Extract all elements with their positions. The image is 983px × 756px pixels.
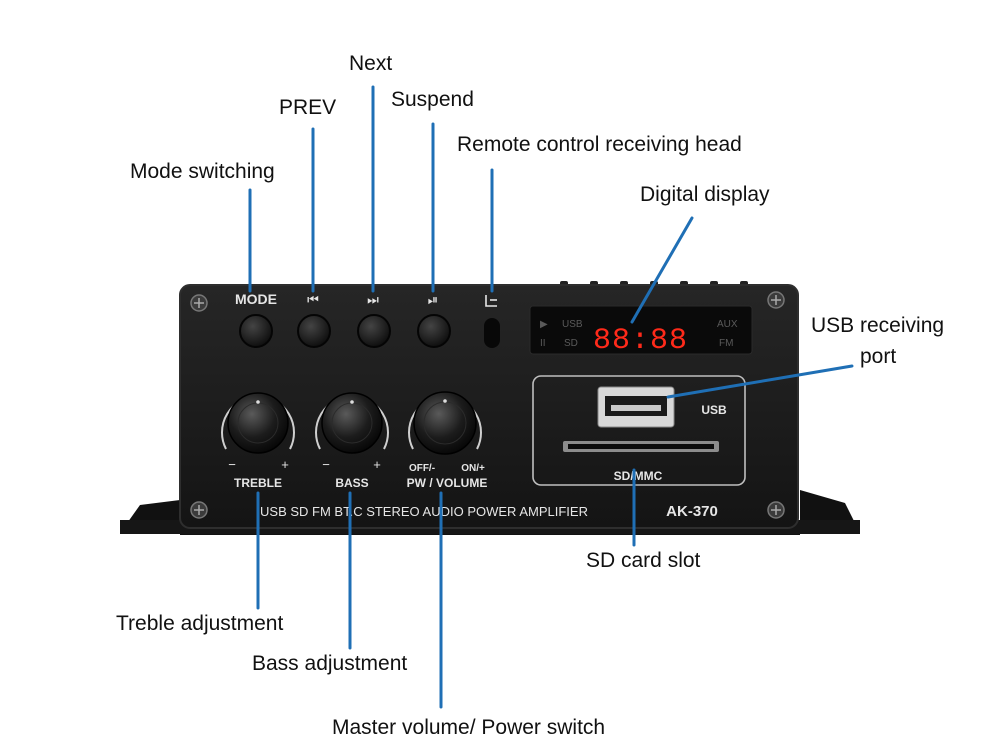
treble-minus-label: − (228, 457, 236, 472)
treble-plus-label: + (281, 457, 289, 472)
callout-mode-switching: Mode switching (130, 160, 275, 183)
remote-receiver-icon (485, 295, 497, 307)
callout-digital-display: Digital display (640, 183, 770, 206)
prev-symbol: ⏮ (307, 292, 319, 307)
usb-port[interactable] (597, 386, 675, 428)
bass-minus-label: − (322, 457, 330, 472)
next-button[interactable] (357, 314, 391, 348)
bass-plus-label: + (373, 457, 381, 472)
suspend-button[interactable] (417, 314, 451, 348)
product-description: USB SD FM BT.C STEREO AUDIO POWER AMPLIF… (260, 504, 588, 519)
volume-label: PW / VOLUME (407, 476, 488, 490)
callout-prev: PREV (279, 96, 337, 119)
model-number: AK-370 (666, 503, 718, 520)
svg-text:▶: ▶ (540, 319, 548, 330)
svg-text:II: II (540, 338, 546, 349)
svg-text:FM: FM (719, 338, 733, 349)
callout-suspend: Suspend (391, 88, 474, 111)
digital-display: ▶ II USB SD 88:88 AUX FM (529, 305, 753, 358)
next-symbol: ⏭ (367, 292, 379, 307)
mode-button[interactable] (239, 314, 273, 348)
svg-text:SD: SD (564, 338, 578, 349)
svg-text:USB: USB (562, 319, 583, 330)
callout-master: Master volume/ Power switch (332, 716, 606, 739)
sd-slot-label: SD/MMC (614, 469, 663, 483)
callout-remote: Remote control receiving head (457, 133, 742, 156)
mode-label: MODE (235, 291, 277, 307)
callout-treble: Treble adjustment (116, 612, 284, 635)
callout-usb-line2: port (860, 345, 897, 368)
volume-plus-label: ON/+ (461, 463, 485, 474)
treble-label: TREBLE (234, 476, 282, 490)
bass-knob[interactable] (315, 392, 389, 454)
treble-knob[interactable] (221, 392, 295, 454)
callout-next: Next (349, 52, 393, 75)
panel-screws (190, 291, 785, 519)
callout-bass: Bass adjustment (252, 652, 408, 675)
volume-minus-label: OFF/- (409, 463, 435, 474)
callout-usb-line1: USB receiving (811, 314, 945, 337)
svg-text:AUX: AUX (717, 319, 738, 330)
usb-port-label: USB (701, 403, 727, 417)
sd-card-slot[interactable] (563, 441, 719, 452)
ir-receiver-window (484, 318, 500, 348)
bass-label: BASS (335, 476, 368, 490)
ports-box (532, 375, 746, 486)
volume-knob[interactable] (408, 391, 482, 455)
play-pause-symbol: ⏯ (428, 292, 438, 307)
display-digits: 88:88 (593, 324, 688, 358)
prev-button[interactable] (297, 314, 331, 348)
callout-sd-slot: SD card slot (586, 549, 701, 572)
